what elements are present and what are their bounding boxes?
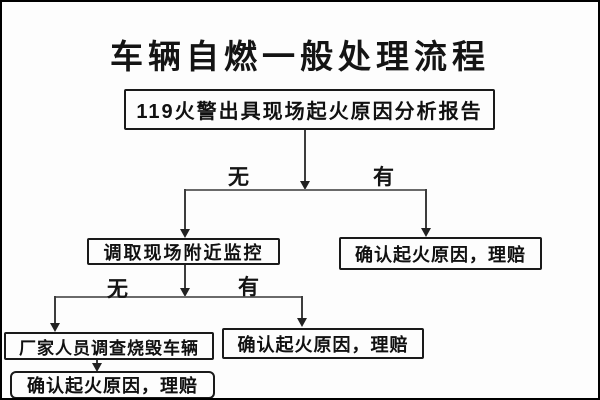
node-report: 119火警出具现场起火原因分析报告 (124, 89, 495, 130)
connector-branch2-yes (301, 296, 303, 319)
connector-branch1-yes (425, 189, 427, 229)
arrowhead-report-to-branch1 (300, 181, 310, 190)
connector-factory-to-confirm (96, 360, 98, 365)
branch1-label-no: 无 (228, 166, 249, 189)
branch2-label-yes: 有 (238, 276, 259, 299)
node-factory-investigation: 厂家人员调查烧毁车辆 (4, 332, 214, 360)
branch1-horizontal-line (185, 189, 427, 191)
branch2-label-no: 无 (107, 278, 128, 301)
branch2-horizontal-line (55, 296, 303, 298)
node-confirm-top-right: 确认起火原因，理赔 (339, 237, 542, 270)
branch1-label-yes: 有 (373, 166, 394, 189)
node-confirm-bottom-middle: 确认起火原因，理赔 (222, 328, 424, 359)
arrowhead-branch1-no (180, 229, 190, 238)
connector-branch2-no (54, 296, 56, 324)
arrowhead-branch2-no (50, 323, 60, 332)
connector-report-to-branch1 (304, 130, 306, 184)
arrowhead-branch2-yes (297, 318, 307, 327)
connector-branch1-no (184, 189, 186, 230)
arrowhead-surveillance-to-branch2 (180, 288, 190, 297)
arrowhead-factory-to-confirm (92, 363, 102, 372)
arrowhead-branch1-yes (421, 228, 431, 237)
node-confirm-bottom-left: 确认起火原因，理赔 (10, 371, 215, 398)
page-title: 车辆自燃一般处理流程 (110, 38, 490, 75)
node-surveillance: 调取现场附近监控 (87, 238, 280, 265)
connector-surveillance-to-branch2 (184, 265, 186, 290)
